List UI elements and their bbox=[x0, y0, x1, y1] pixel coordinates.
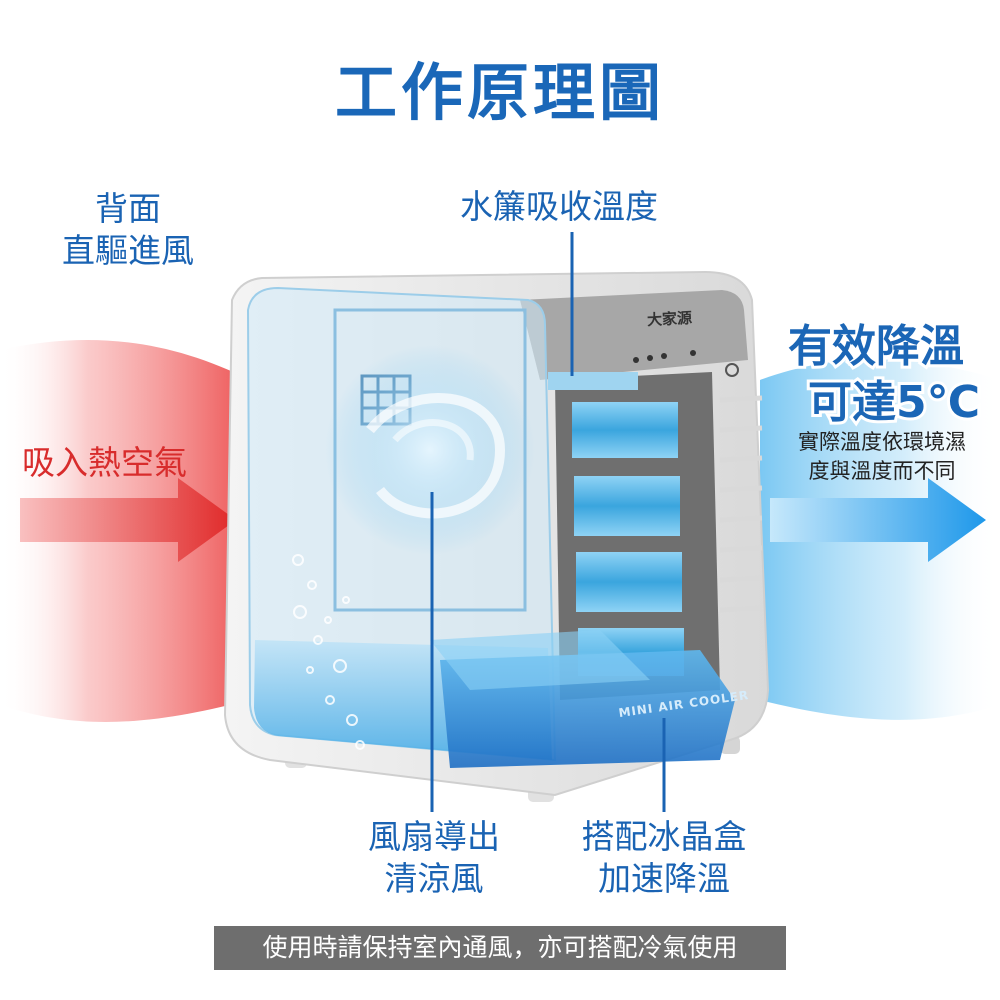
louvres bbox=[719, 395, 763, 613]
page-title: 工作原理圖 bbox=[334, 56, 665, 129]
label-ice-box: 搭配冰晶盒 加速降溫 bbox=[562, 816, 766, 900]
label-cooling-value: 5℃ bbox=[893, 374, 983, 431]
label-note: 實際溫度依環境濕 度與溫度而不同 bbox=[772, 428, 992, 486]
fan-swirl bbox=[325, 345, 535, 555]
label-back-intake: 背面 直驅進風 bbox=[48, 188, 208, 272]
cool-air-arrow bbox=[770, 478, 986, 562]
curtain-pad-1 bbox=[572, 402, 678, 458]
label-cooling-line1: 有效降溫 bbox=[785, 318, 967, 375]
footer-note: 使用時請保持室內通風，亦可搭配冷氣使用 bbox=[214, 926, 786, 970]
label-back-intake-line1: 背面 bbox=[95, 189, 161, 228]
label-water-curtain: 水簾吸收溫度 bbox=[460, 187, 658, 226]
top-panel bbox=[520, 290, 748, 380]
bubbles bbox=[292, 554, 365, 750]
label-fan-line2: 清涼風 bbox=[384, 859, 484, 898]
label-note-line1: 實際溫度依環境濕 bbox=[798, 430, 966, 454]
curtain-pad-2 bbox=[574, 476, 680, 536]
label-hot-air-in: 吸入熱空氣 bbox=[22, 443, 187, 482]
label-cooling-line2: 可達5℃ bbox=[805, 366, 983, 431]
label-ice-box-line1: 搭配冰晶盒 bbox=[581, 817, 747, 856]
label-ice-box-line2: 加速降溫 bbox=[598, 859, 730, 898]
curtain-pad-3 bbox=[576, 552, 682, 612]
label-cooling-prefix: 可達 bbox=[805, 374, 899, 431]
label-fan-line1: 風扇導出 bbox=[368, 817, 500, 856]
label-back-intake-line2: 直驅進風 bbox=[62, 231, 194, 270]
power-button bbox=[725, 363, 739, 377]
hot-air-arrow bbox=[20, 478, 236, 562]
label-fan: 風扇導出 清涼風 bbox=[350, 816, 518, 900]
label-note-line2: 度與溫度而不同 bbox=[808, 459, 956, 483]
